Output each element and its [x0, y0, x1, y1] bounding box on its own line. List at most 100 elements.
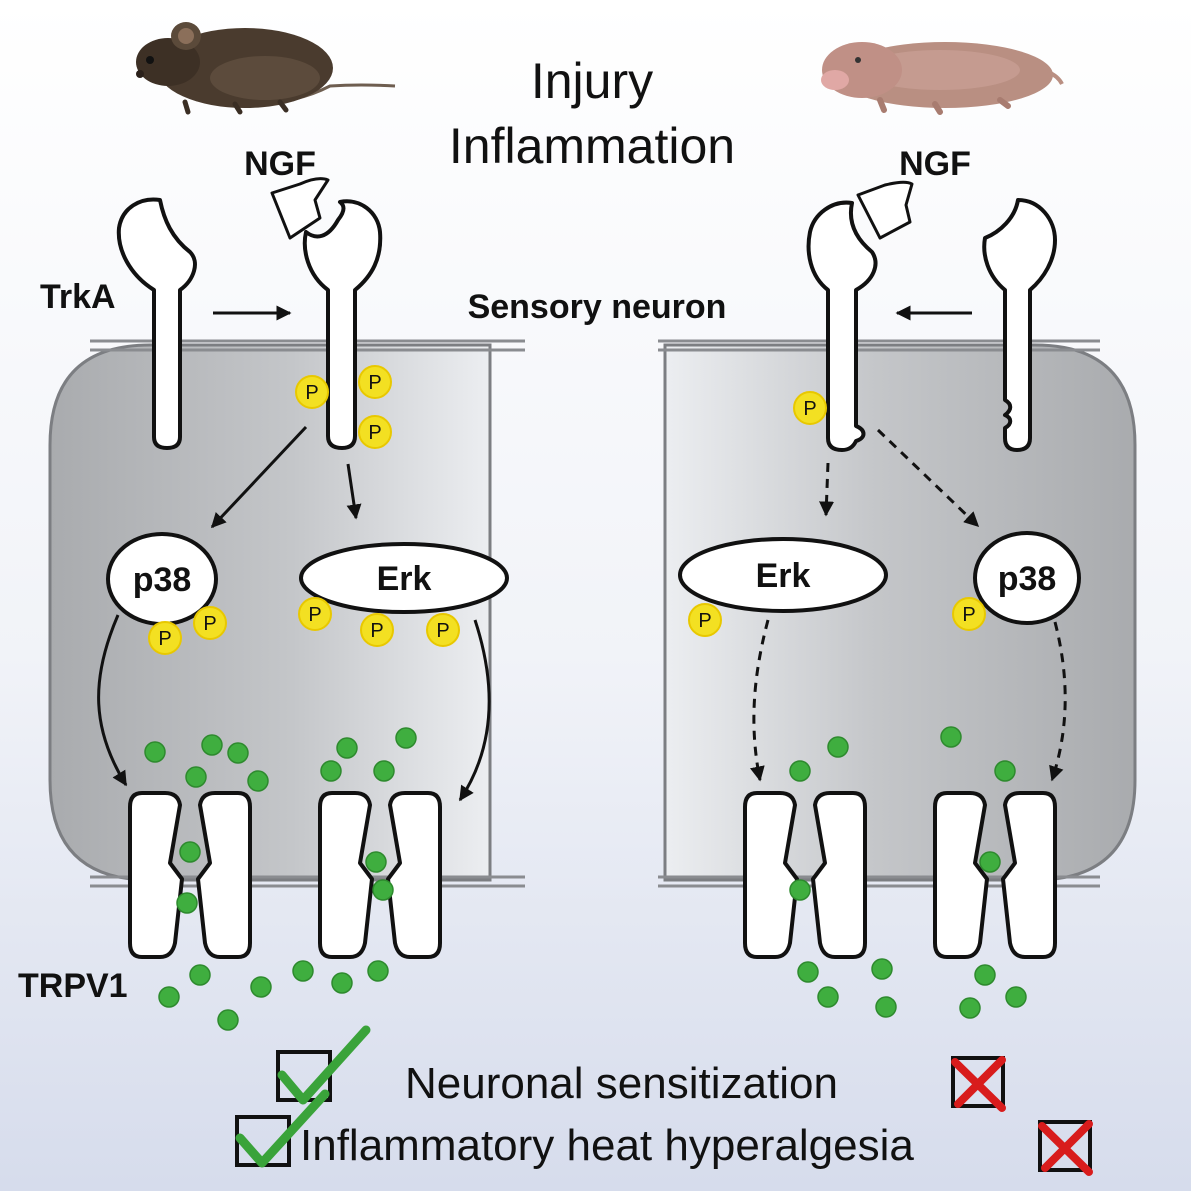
- phosphate-marker: P: [358, 415, 392, 449]
- arrow-erk-to-trpv1-right: [750, 619, 770, 782]
- trpv1-channel-right-1: [743, 791, 867, 959]
- arrow-trka-to-erk-right: [819, 462, 835, 517]
- calcium-ion: [974, 964, 996, 986]
- calcium-ion: [176, 892, 198, 914]
- arrow-p38-to-trpv1-right: [1049, 621, 1067, 782]
- check-icon: [235, 1089, 330, 1168]
- title-line-injury: Injury: [531, 53, 653, 109]
- calcium-ion: [395, 727, 417, 749]
- ngf-ligand-right: [856, 180, 914, 240]
- svg-text:P: P: [698, 610, 711, 632]
- calcium-ion: [144, 741, 166, 763]
- calcium-ion: [179, 841, 201, 863]
- p38-label-left: p38: [133, 561, 192, 599]
- calcium-ion: [201, 734, 223, 756]
- calcium-ion: [336, 737, 358, 759]
- arrow-trka-to-p38-left: [210, 425, 308, 529]
- svg-text:P: P: [368, 372, 381, 394]
- calcium-ion: [797, 961, 819, 983]
- calcium-ion: [871, 958, 893, 980]
- title-line-inflammation: Inflammation: [449, 118, 735, 174]
- calcium-ion: [292, 960, 314, 982]
- phosphorylation-sites: P P P P P P P P P P P: [148, 365, 986, 655]
- calcium-ion: [367, 960, 389, 982]
- calcium-ion: [227, 742, 249, 764]
- calcium-ion: [994, 760, 1016, 782]
- ion-vesicles: [144, 726, 1027, 1031]
- trpv1-channel-right-2: [933, 791, 1057, 959]
- trka-receptor-left-bound: [302, 199, 383, 450]
- outcome-2-mole-rat-checkbox: [1038, 1120, 1092, 1172]
- calcium-ion: [827, 736, 849, 758]
- outcome-1-mole-rat-checkbox: [951, 1056, 1005, 1108]
- svg-text:P: P: [308, 604, 321, 626]
- phosphate-marker: P: [952, 597, 986, 631]
- calcium-ion: [331, 972, 353, 994]
- svg-text:P: P: [962, 604, 975, 626]
- erk-node-right: [678, 537, 888, 613]
- phosphate-marker: P: [358, 365, 392, 399]
- ngf-label-right: NGF: [899, 145, 971, 183]
- trpv1-channel-left-1: [128, 791, 252, 959]
- ngf-ligand-left: [270, 177, 330, 240]
- phosphate-marker: P: [193, 606, 227, 640]
- trka-receptor-right-bound: [806, 200, 878, 452]
- svg-text:P: P: [203, 613, 216, 635]
- erk-label-right: Erk: [756, 557, 811, 595]
- cross-icon: [1038, 1120, 1093, 1176]
- calcium-ion: [372, 879, 394, 901]
- trka-receptor-right-unbound: [982, 198, 1057, 452]
- calcium-ion: [1005, 986, 1027, 1008]
- svg-text:P: P: [368, 422, 381, 444]
- phosphate-marker: P: [426, 613, 460, 647]
- phosphate-marker: P: [295, 375, 329, 409]
- trka-receptor-left-unbound: [116, 197, 197, 450]
- erk-label-left: Erk: [377, 560, 432, 598]
- svg-text:P: P: [436, 620, 449, 642]
- trpv1-label: TRPV1: [18, 967, 128, 1005]
- calcium-ion: [185, 766, 207, 788]
- calcium-ion: [189, 964, 211, 986]
- calcium-ion: [247, 770, 269, 792]
- trpv1-channels: [128, 791, 1057, 959]
- calcium-ion: [250, 976, 272, 998]
- arrow-p38-to-trpv1-left: [97, 614, 128, 787]
- trka-label: TrkA: [40, 278, 116, 316]
- p38-label-right: p38: [998, 560, 1057, 598]
- calcium-ion: [817, 986, 839, 1008]
- calcium-ion: [320, 760, 342, 782]
- phosphate-marker: P: [360, 613, 394, 647]
- naked-mole-rat-icon: [821, 42, 1064, 115]
- phosphate-marker: P: [148, 621, 182, 655]
- sensory-neuron-label: Sensory neuron: [468, 288, 727, 326]
- calcium-ion: [875, 996, 897, 1018]
- arrow-trka-to-erk-left: [346, 463, 362, 520]
- svg-text:P: P: [370, 620, 383, 642]
- calcium-ion: [158, 986, 180, 1008]
- phosphate-marker: P: [298, 597, 332, 631]
- arrow-trka-to-p38-right: [876, 428, 980, 528]
- svg-text:P: P: [305, 382, 318, 404]
- phosphate-marker: P: [793, 391, 827, 425]
- phosphate-marker: P: [688, 603, 722, 637]
- mouse-icon: [136, 22, 396, 115]
- outcome-2-text: Inflammatory heat hyperalgesia: [300, 1121, 914, 1170]
- svg-text:P: P: [803, 398, 816, 420]
- calcium-ion: [789, 760, 811, 782]
- check-icon: [277, 1025, 371, 1105]
- neuron-cell-right: [663, 343, 1137, 882]
- ngf-label-left: NGF: [244, 145, 316, 183]
- calcium-ion: [373, 760, 395, 782]
- erk-node-left: [299, 542, 509, 614]
- calcium-ion: [365, 851, 387, 873]
- p38-node-right: [973, 531, 1081, 625]
- svg-text:P: P: [158, 628, 171, 650]
- cross-icon: [951, 1056, 1006, 1112]
- calcium-ion: [217, 1009, 239, 1031]
- calcium-ion: [940, 726, 962, 748]
- calcium-ion: [979, 851, 1001, 873]
- trpv1-channel-left-2: [318, 791, 442, 959]
- calcium-ion: [789, 879, 811, 901]
- arrow-erk-to-trpv1-left: [458, 619, 491, 802]
